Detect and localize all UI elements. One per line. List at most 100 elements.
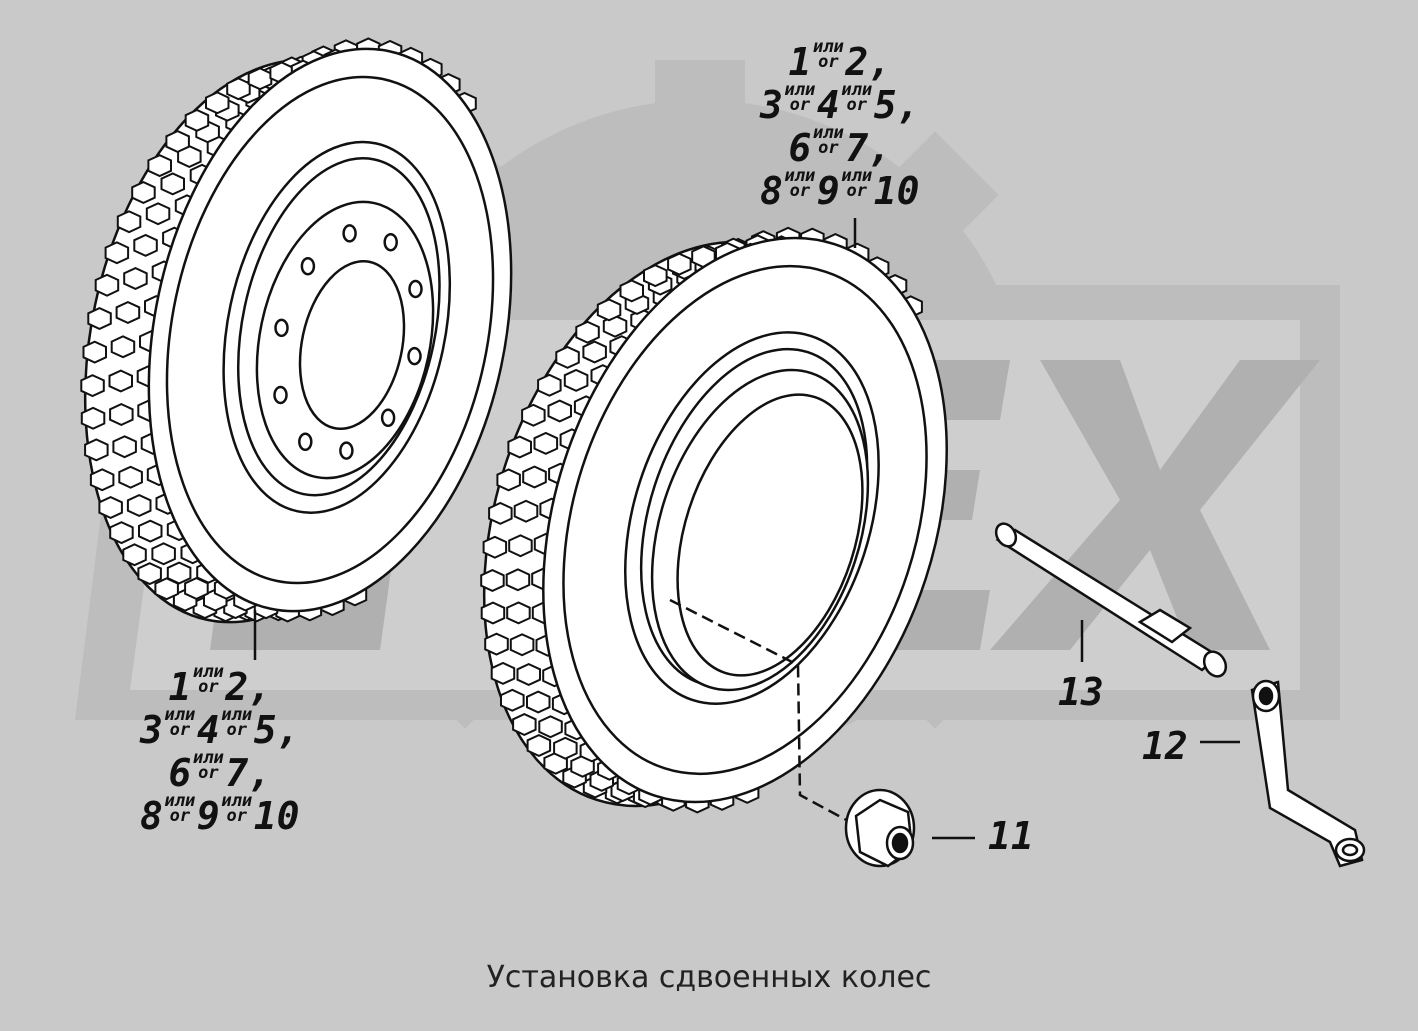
left-wheel-tread-block [108,369,133,393]
right-wheel-tread-block [667,252,692,276]
right-wheel-tread-block [522,465,547,489]
right-wheel-tread-block [507,435,532,459]
part-number: 3 [760,83,783,127]
rod-collar [1137,608,1193,644]
wheel-assembly-drawing [80,37,1366,868]
left-wheel-tread-block [151,542,176,566]
left-wheel-center-hole [298,259,406,431]
part-number: 8 [140,794,163,838]
left-wheel-tread-block [94,273,120,297]
leader-part-11-dashed [669,598,851,824]
right-wheel-tread-block [480,568,505,593]
left-wheel-tread-block [184,108,210,132]
left-wheel-tread-block [80,406,106,430]
bracket-eye-bottom [1334,837,1366,863]
separator: , [896,83,920,127]
part-number: 1 [168,665,192,709]
left-wheel-tread-block [226,77,251,101]
right-wheel-tread-block [582,340,607,364]
right-wheel-tread-block [553,736,578,760]
right-wheel-tread-block [526,733,552,758]
part-number: 10 [873,169,920,213]
left-wheel-tread-block [118,465,143,489]
separator: , [276,708,300,752]
right-wheel-tread-block [547,399,572,423]
left-wheel-tread-block [109,402,134,427]
left-wheel-stud-hole [339,441,354,460]
part-number: 2 [225,665,249,709]
right-wheel-tread-block [496,468,521,492]
left-wheel-tread-block [247,67,273,91]
part-number: 10 [253,794,300,838]
separator: , [248,665,272,709]
left-wheel-tread-block [131,180,156,205]
left-wheel-tread-block [104,241,130,265]
left-wheel-stud-hole [407,346,422,366]
part-number: 9 [196,794,220,838]
left-wheel-tread-block [137,562,162,586]
part-number: 9 [816,169,840,213]
right-wheel-tread-block [555,345,580,369]
right-wheel-rim-seat [676,393,864,677]
left-wheel-stud-hole [274,318,289,338]
left-wheel-rim-flange [236,157,441,497]
left-wheel-tread-block [98,495,123,520]
part-number: 8 [760,169,783,213]
left-wheel-tread-block [138,519,163,543]
right-wheel-tread-block [643,264,668,288]
left-wheel-tread-block [112,435,137,459]
part-number: 7 [225,751,249,795]
right-wheel-tread-block [575,320,600,344]
left-wheel-tread-block [122,543,147,567]
right-wheel-tread-block [488,501,513,525]
left-wheel-stud-hole [380,408,396,428]
right-wheel-tread-block [512,712,537,737]
separator: , [868,126,892,170]
left-wheel-tread-block [80,374,105,398]
part-number: 4 [816,83,840,127]
right-wheel-tread-block [500,688,525,712]
right-wheel-tread-block [506,601,531,625]
right-wheel-tread-block [596,298,622,322]
part-number: 7 [845,126,869,170]
rod-end-right [1202,650,1228,678]
left-wheel-tread-block [110,335,136,359]
left-wheel-stud-hole [273,385,288,405]
right-wheel-tread-block [538,715,563,739]
left-wheel-stud-hole [298,432,313,452]
left-wheel-tread-block [160,172,185,196]
left-wheel-tread-block [115,300,141,325]
right-wheel-tread-block [516,662,541,687]
left-wheel-tread-block [109,521,134,545]
right-wheel-rim-inner [650,368,870,692]
left-wheel-tread-block [165,129,190,154]
right-wheel-tread-block [484,632,509,656]
diagram-caption: Установка сдвоенных колес [486,960,932,995]
right-wheel-tread-block [480,601,506,625]
right-wheel-tread-block [619,279,644,303]
left-wheel-tread-block [116,210,142,234]
left-wheel-tread-block [87,306,112,331]
bracket-body [1250,680,1364,868]
left-wheel-tread-block [126,493,152,518]
part-number: 1 [788,40,812,84]
left-wheel-stud-hole [342,224,357,243]
right-wheel-tread-block [521,403,546,427]
left-wheel-tread-block [145,202,171,226]
right-wheel-tread-block [482,535,508,559]
right-wheel-tread-block [505,568,531,592]
bracket-eye-top-hole [1258,686,1274,706]
right-wheel-tread-block [537,373,562,397]
